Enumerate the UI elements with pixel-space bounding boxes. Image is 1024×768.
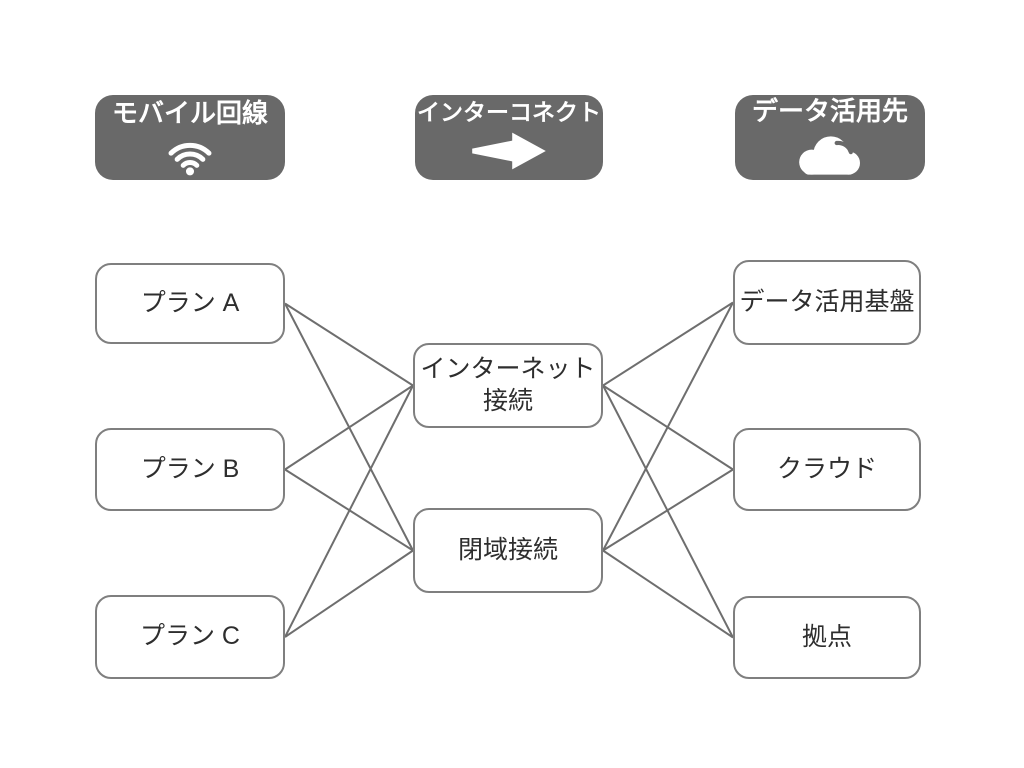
header-data-destination-label: データ活用先 bbox=[751, 96, 908, 127]
node-closed-network-connection: 閉域接続 bbox=[413, 508, 603, 593]
node-cloud-label: クラウド bbox=[776, 454, 877, 483]
header-interconnect: インターコネクト bbox=[415, 95, 603, 180]
connector-line-closed-platform bbox=[602, 302, 734, 551]
node-site: 拠点 bbox=[733, 596, 921, 679]
header-mobile-line: モバイル回線 bbox=[95, 95, 285, 180]
connector-line-plan_c-closed bbox=[284, 549, 414, 638]
connector-line-plan_c-internet bbox=[284, 385, 414, 638]
node-internet-connection-label: インターネット接続 bbox=[420, 355, 596, 415]
wifi-icon bbox=[168, 142, 212, 176]
node-plan-a-label: プラン A bbox=[140, 288, 240, 317]
cloud-icon bbox=[799, 136, 860, 175]
connector-line-plan_b-internet bbox=[284, 384, 414, 471]
connector-line-closed-cloud bbox=[602, 468, 734, 552]
node-plan-b-label: プラン B bbox=[140, 454, 240, 483]
connector-line-internet-platform bbox=[602, 301, 734, 387]
header-data-destination: データ活用先 bbox=[735, 95, 925, 180]
node-cloud: クラウド bbox=[733, 428, 921, 511]
node-data-utilization-platform-label: データ活用基盤 bbox=[739, 287, 915, 316]
node-closed-network-connection-label: 閉域接続 bbox=[457, 535, 558, 564]
node-plan-c-label: プラン C bbox=[139, 622, 240, 651]
arrow-right-icon bbox=[472, 132, 546, 170]
header-interconnect-label: インターコネクト bbox=[417, 98, 601, 125]
node-data-utilization-platform: データ活用基盤 bbox=[733, 260, 921, 345]
node-plan-a: プラン A bbox=[95, 263, 285, 344]
node-plan-b: プラン B bbox=[95, 428, 285, 511]
connector-line-plan_a-internet bbox=[284, 302, 414, 387]
connector-line-closed-site bbox=[602, 549, 734, 639]
node-internet-connection: インターネット接続 bbox=[413, 343, 603, 428]
node-site-label: 拠点 bbox=[801, 622, 852, 651]
header-mobile-line-label: モバイル回線 bbox=[111, 98, 268, 129]
node-plan-c: プラン C bbox=[95, 595, 285, 679]
connector-line-internet-site bbox=[602, 385, 734, 638]
